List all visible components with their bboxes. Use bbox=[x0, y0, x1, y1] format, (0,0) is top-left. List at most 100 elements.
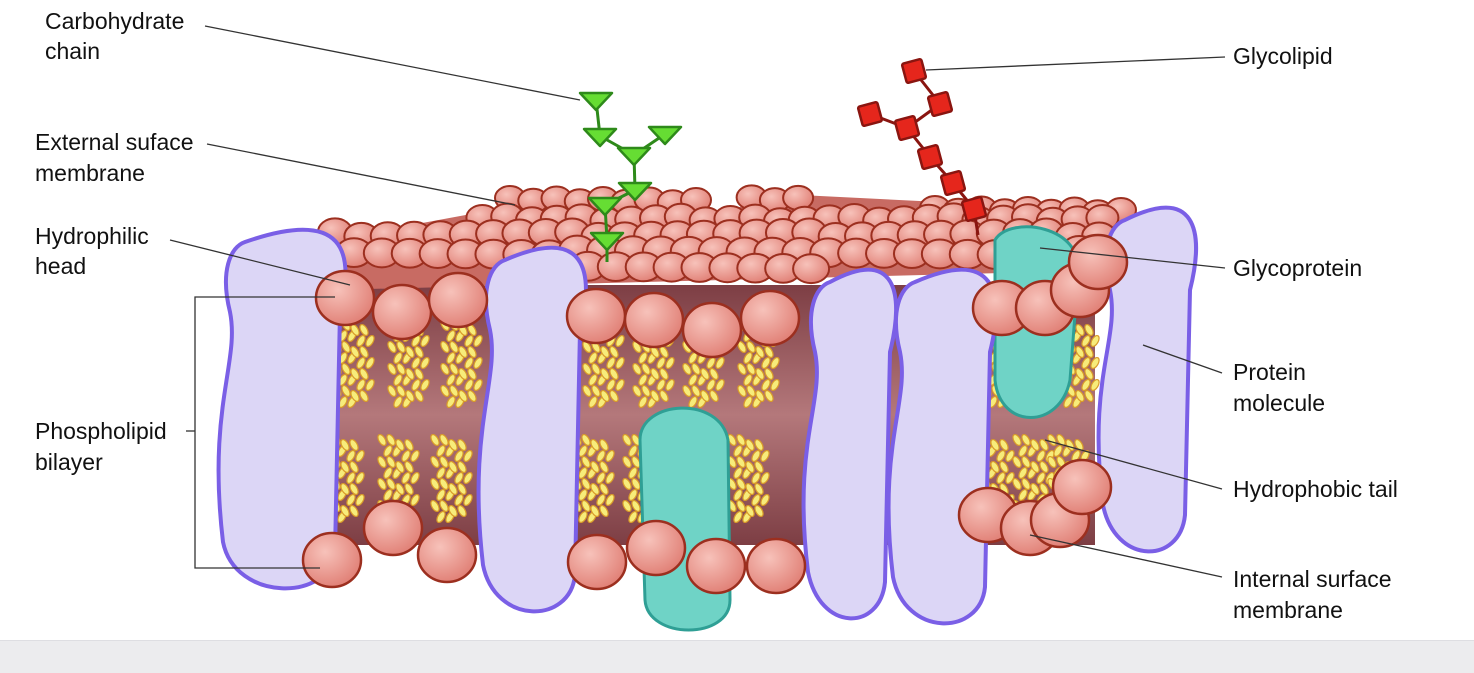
leader-glycolipid bbox=[925, 56, 1226, 71]
hydrophobic-tail bbox=[467, 367, 477, 381]
hydrophobic-tail bbox=[404, 438, 414, 452]
hydrophobic-tail bbox=[588, 395, 598, 409]
glycoprotein-center bbox=[638, 406, 732, 632]
hydrophobic-tail bbox=[1012, 433, 1022, 447]
hydrophobic-tail bbox=[449, 340, 459, 354]
hydrophobic-tail bbox=[350, 345, 360, 359]
hydrophobic-tail bbox=[638, 395, 648, 409]
hydrophobic-tail bbox=[457, 438, 467, 452]
hydrophobic-tail bbox=[631, 499, 641, 513]
hydrophobic-tail bbox=[346, 493, 356, 507]
hydrophobic-tail bbox=[439, 455, 449, 469]
hydrophobic-tail bbox=[733, 488, 743, 502]
hydrophobic-tail bbox=[628, 466, 638, 480]
hydrophobic-tail bbox=[401, 471, 411, 485]
hydrophilic-head bbox=[371, 283, 433, 341]
hydrophobic-tail bbox=[590, 460, 600, 474]
hydrophobic-tail bbox=[606, 378, 616, 392]
hydrophobic-tail bbox=[641, 362, 651, 376]
hydrophobic-tail bbox=[414, 345, 424, 359]
labels: Carbohydrate chain External suface membr… bbox=[35, 8, 1398, 623]
hydrophobic-tail bbox=[609, 389, 619, 403]
hydrophobic-tail bbox=[448, 482, 458, 496]
hydrophobic-tail bbox=[464, 378, 474, 392]
hydrophobic-tail bbox=[591, 362, 601, 376]
hydrophobic-tail bbox=[458, 367, 468, 381]
hydrophobic-tail bbox=[1090, 378, 1100, 392]
hydrophobic-tail bbox=[1021, 477, 1031, 491]
hydrophobic-tail bbox=[1018, 488, 1028, 502]
hydrophobic-tail bbox=[1030, 482, 1040, 496]
hydrophilic-head bbox=[625, 519, 687, 577]
hydrophobic-tail bbox=[632, 340, 642, 354]
hydrophobic-tail bbox=[751, 449, 761, 463]
hydrophobic-tail bbox=[1081, 334, 1091, 348]
label-carbohydrate-chain: Carbohydrate chain bbox=[45, 8, 191, 64]
hydrophobic-tail bbox=[770, 378, 780, 392]
hydrophobic-tail bbox=[414, 389, 424, 403]
hydrophobic-tail bbox=[1090, 356, 1100, 370]
hydrophobic-tail bbox=[760, 471, 770, 485]
hydrophobic-tail bbox=[340, 460, 350, 474]
carbohydrate-unit bbox=[617, 181, 653, 202]
label-glycoprotein: Glycoprotein bbox=[1233, 255, 1362, 281]
hydrophobic-tail bbox=[401, 449, 411, 463]
hydrophobic-tail bbox=[736, 477, 746, 491]
hydrophobic-tail bbox=[349, 438, 359, 452]
hydrophobic-tail bbox=[1012, 477, 1022, 491]
hydrophobic-tail bbox=[355, 471, 365, 485]
carbohydrate-unit bbox=[960, 195, 988, 223]
hydrophilic-head bbox=[745, 537, 807, 595]
hydrophobic-tail bbox=[599, 482, 609, 496]
hydrophilic-head bbox=[1067, 233, 1129, 291]
hydrophobic-tail bbox=[609, 367, 619, 381]
hydrophobic-tail bbox=[1084, 367, 1094, 381]
hydrophilic-head bbox=[427, 271, 489, 329]
hydrophobic-tail bbox=[622, 477, 632, 491]
carbohydrate-unit bbox=[926, 90, 954, 118]
leader-hydrophilic-head bbox=[169, 239, 351, 286]
hydrophobic-tail bbox=[581, 477, 591, 491]
hydrophobic-tail bbox=[1036, 449, 1046, 463]
hydrophobic-tail bbox=[760, 493, 770, 507]
protein-molecule bbox=[801, 267, 899, 621]
hydrophobic-tail bbox=[395, 460, 405, 474]
hydrophobic-tail bbox=[764, 345, 774, 359]
hydrophobic-tail bbox=[1021, 455, 1031, 469]
hydrophobic-tail bbox=[440, 384, 450, 398]
hydrophobic-tail bbox=[591, 384, 601, 398]
hydrophobic-tail bbox=[1081, 378, 1091, 392]
hydrophobic-tail bbox=[405, 345, 415, 359]
hydrophobic-tail bbox=[439, 499, 449, 513]
hydrophobic-tail bbox=[691, 384, 701, 398]
leader-carbohydrate-chain bbox=[204, 25, 581, 101]
membrane-diagram: Carbohydrate chain External suface membr… bbox=[0, 0, 1474, 640]
hydrophobic-tail bbox=[590, 438, 600, 452]
carbohydrate-unit bbox=[616, 146, 652, 167]
hydrophobic-tail bbox=[387, 384, 397, 398]
carbohydrate-unit bbox=[578, 91, 614, 112]
hydrophobic-tail bbox=[411, 378, 421, 392]
hydrophobic-tail bbox=[346, 471, 356, 485]
leader-hydrophobic-tail bbox=[1044, 439, 1223, 490]
hydrophobic-tail bbox=[340, 482, 350, 496]
hydrophobic-tail bbox=[715, 378, 725, 392]
hydrophobic-tail bbox=[632, 362, 642, 376]
hydrophobic-tail bbox=[628, 444, 638, 458]
hydrophobic-tail bbox=[582, 362, 592, 376]
hydrophobic-tail bbox=[638, 373, 648, 387]
hydrophobic-tail bbox=[430, 499, 440, 513]
hydrophobic-tail bbox=[446, 373, 456, 387]
hydrophobic-tail bbox=[754, 504, 764, 518]
hydrophobic-tail bbox=[414, 367, 424, 381]
hydrophobic-tail bbox=[599, 504, 609, 518]
hydrophobic-tail bbox=[746, 362, 756, 376]
hydrophobic-tail bbox=[596, 471, 606, 485]
hydrophobic-tail bbox=[600, 345, 610, 359]
carbohydrate-unit bbox=[900, 57, 928, 85]
hydrophobic-tail bbox=[349, 482, 359, 496]
hydrophobic-tail bbox=[638, 351, 648, 365]
hydrophobic-tail bbox=[356, 334, 366, 348]
hydrophobic-tail bbox=[736, 455, 746, 469]
hydrophobic-tail bbox=[350, 389, 360, 403]
